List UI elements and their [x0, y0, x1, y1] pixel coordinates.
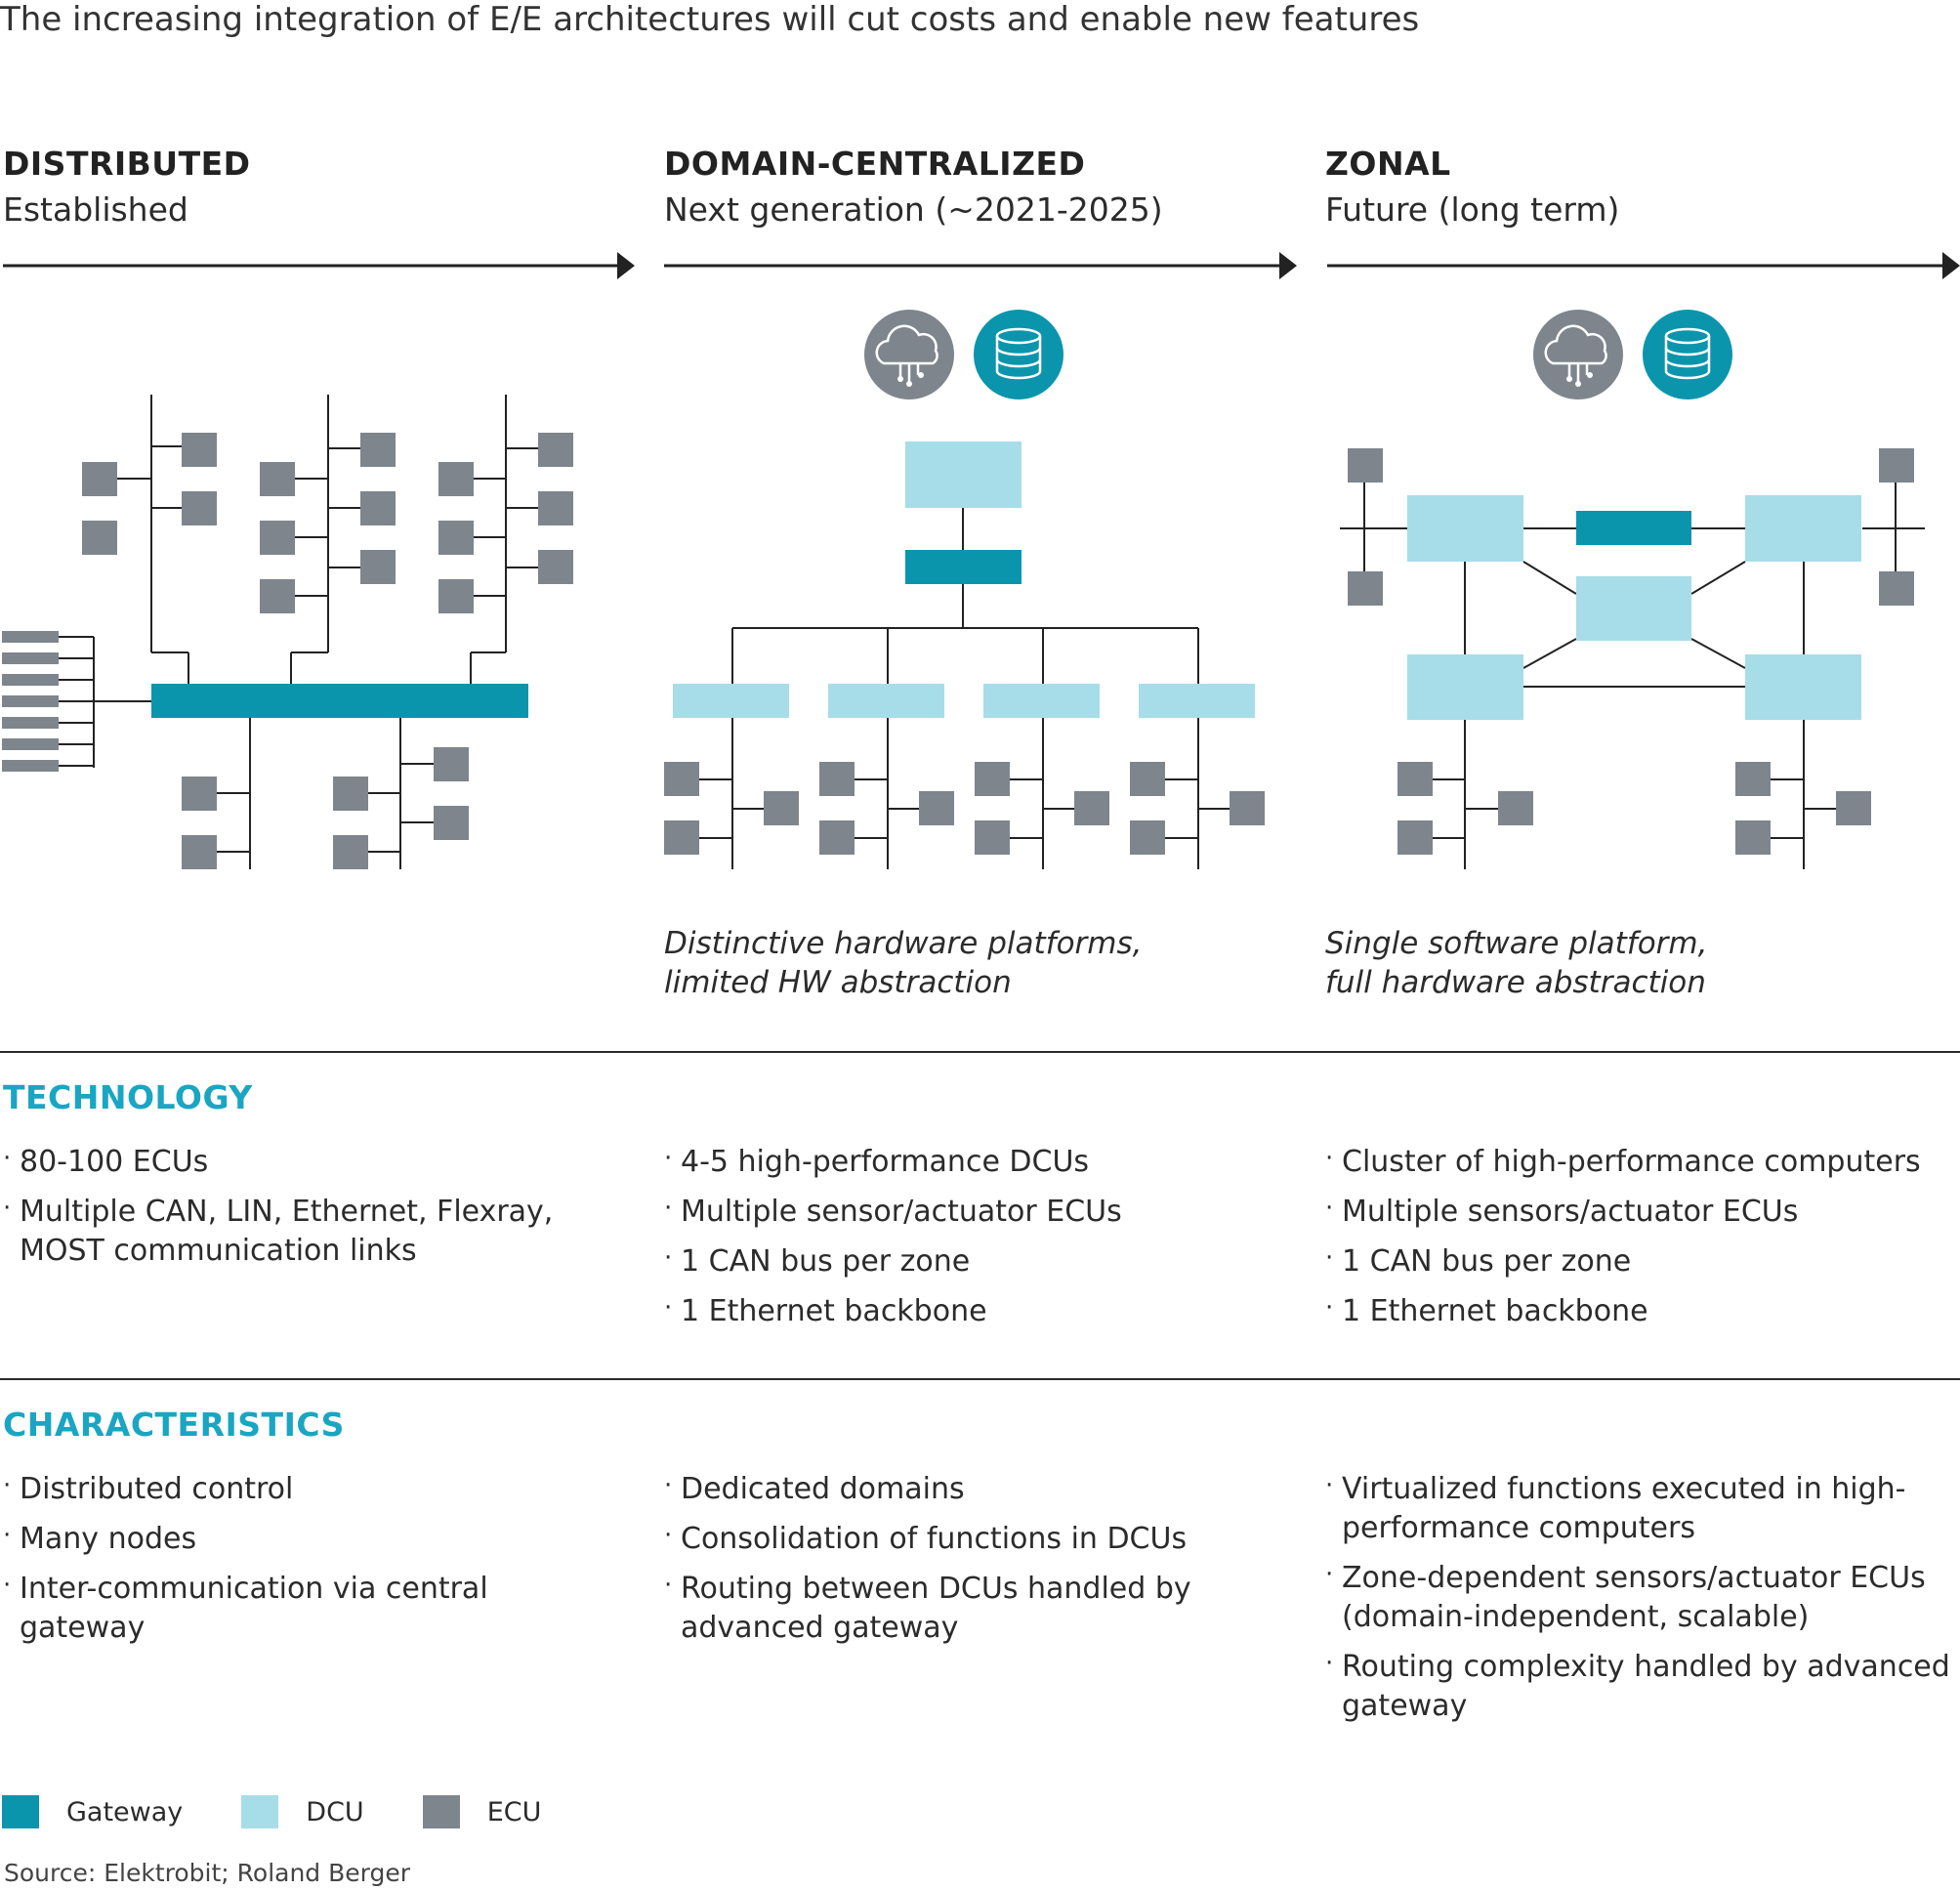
list-item: Cluster of high-performance computers [1325, 1139, 1955, 1182]
distributed-heading: DISTRIBUTED [3, 145, 251, 183]
legend-label: ECU [486, 1796, 542, 1827]
dcu-swatch [241, 1795, 279, 1828]
timeline-arrow-zonal [1327, 252, 1960, 279]
list-item: Multiple sensors/actuator ECUs [1325, 1189, 1955, 1232]
legend-label: DCU [306, 1796, 364, 1827]
zonal-heading: ZONAL [1325, 145, 1451, 183]
architecture-diagrams [2, 252, 1960, 869]
zonal-diagram [1340, 465, 1925, 869]
database-icon [974, 310, 1063, 399]
domain-centralized-caption: Distinctive hardware platforms, limited … [664, 924, 1143, 1002]
cloud-network-icon [864, 310, 954, 399]
domain-centralized-subheading: Next generation (~2021-2025) [664, 190, 1163, 229]
divider [0, 1378, 1960, 1380]
characteristics-list-domain-centralized: Dedicated domains Consolidation of funct… [664, 1466, 1289, 1659]
zonal-nodes [1348, 448, 1914, 855]
caption-line-2: full hardware abstraction [1325, 965, 1706, 1000]
cloud-network-icon [1533, 310, 1623, 399]
gateway-swatch [2, 1795, 39, 1828]
legend: Gateway DCU ECU [2, 1795, 541, 1828]
list-item: Multiple sensor/actuator ECUs [664, 1189, 1289, 1232]
legend-item-dcu: DCU [241, 1795, 364, 1828]
list-item: Routing complexity handled by advanced g… [1325, 1644, 1955, 1726]
characteristics-list-zonal: Virtualized functions executed in high-p… [1325, 1466, 1955, 1737]
characteristics-heading: CHARACTERISTICS [3, 1406, 345, 1444]
central-gateway [151, 684, 528, 718]
legend-item-gateway: Gateway [2, 1795, 183, 1828]
list-item: 80-100 ECUs [3, 1139, 608, 1182]
distributed-nodes [2, 433, 573, 869]
list-item: Many nodes [3, 1516, 608, 1559]
list-item: 1 CAN bus per zone [1325, 1239, 1955, 1281]
caption-line-1: Single software platform, [1325, 926, 1708, 961]
zonal-caption: Single software platform, full hardware … [1325, 924, 1707, 1002]
technology-list-distributed: 80-100 ECUs Multiple CAN, LIN, Ethernet,… [3, 1139, 608, 1281]
distributed-diagram [59, 395, 538, 869]
domain-centralized-nodes [664, 441, 1265, 855]
list-item: 1 Ethernet backbone [664, 1288, 1289, 1331]
domain-centralized-diagram [699, 508, 1230, 869]
database-icon [1643, 310, 1732, 399]
characteristics-list-distributed: Distributed control Many nodes Inter-com… [3, 1466, 608, 1659]
list-item: Distributed control [3, 1466, 608, 1509]
technology-list-domain-centralized: 4-5 high-performance DCUs Multiple senso… [664, 1139, 1289, 1342]
list-item: 4-5 high-performance DCUs [664, 1139, 1289, 1182]
list-item: Zone-dependent sensors/actuator ECUs (do… [1325, 1555, 1955, 1637]
source-note: Source: Elektrobit; Roland Berger [4, 1859, 411, 1887]
list-item: Multiple CAN, LIN, Ethernet, Flexray, MO… [3, 1189, 608, 1271]
page-title: The increasing integration of E/E archit… [0, 0, 1420, 39]
distributed-subheading: Established [3, 190, 188, 229]
list-item: 1 CAN bus per zone [664, 1239, 1289, 1281]
list-item: Routing between DCUs handled by advanced… [664, 1566, 1289, 1648]
caption-line-2: limited HW abstraction [664, 965, 1012, 1000]
timeline-arrow-distributed [3, 252, 635, 279]
legend-label: Gateway [66, 1796, 184, 1827]
technology-heading: TECHNOLOGY [3, 1078, 253, 1116]
caption-line-1: Distinctive hardware platforms, [664, 926, 1143, 961]
timeline-arrow-domain-centralized [664, 252, 1297, 279]
list-item: 1 Ethernet backbone [1325, 1288, 1955, 1331]
domain-centralized-heading: DOMAIN-CENTRALIZED [664, 145, 1086, 183]
list-item: Dedicated domains [664, 1466, 1289, 1509]
list-item: Consolidation of functions in DCUs [664, 1516, 1289, 1559]
list-item: Virtualized functions executed in high-p… [1325, 1466, 1955, 1548]
technology-list-zonal: Cluster of high-performance computers Mu… [1325, 1139, 1955, 1342]
ecu-swatch [422, 1795, 460, 1828]
legend-item-ecu: ECU [422, 1795, 542, 1828]
divider [0, 1051, 1960, 1053]
zonal-subheading: Future (long term) [1325, 190, 1620, 229]
list-item: Inter-communication via central gateway [3, 1566, 608, 1648]
